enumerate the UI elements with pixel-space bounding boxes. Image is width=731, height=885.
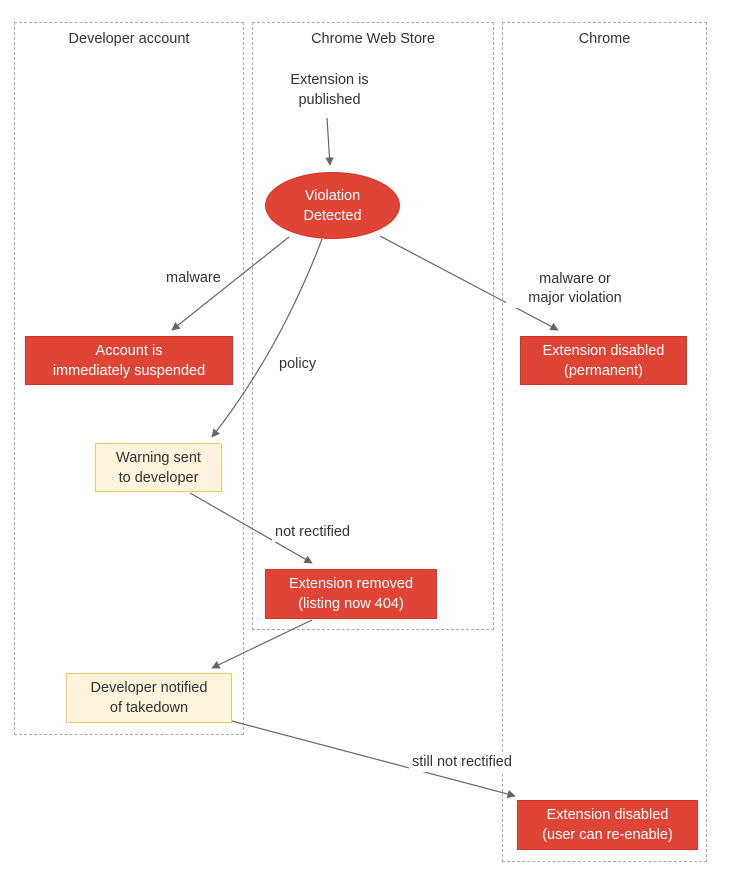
node-violation-detected-label: Violation Detected [303, 187, 362, 224]
edge-label-malware-or-major-violation: malware or major violation [506, 270, 644, 309]
edge-label-policy: policy [276, 355, 320, 375]
edge-violation-to-extension-disabled-permanent [379, 235, 559, 331]
node-extension-removed-label: Extension removed (listing now 404) [288, 576, 414, 612]
edge-violation-to-account-suspended [171, 236, 290, 331]
edge-violation-to-warning [211, 238, 323, 438]
node-developer-notified-label: Developer notified of takedown [90, 680, 208, 716]
node-warning-sent-label: Warning sent to developer [116, 449, 201, 486]
node-extension-disabled-reenable-label: Extension disabled (user can re-enable) [542, 807, 673, 843]
node-violation-detected[interactable]: Violation Detected [265, 172, 400, 239]
edge-label-not-rectified: not rectified [272, 523, 353, 543]
edge-label-malware: malware [163, 269, 224, 289]
edge-warning-to-extension-removed [189, 492, 313, 564]
node-account-suspended[interactable]: Account is immediately suspended [25, 336, 233, 385]
lane-chrome: Chrome [502, 22, 707, 862]
edge-extension-removed-to-developer-notified [211, 619, 313, 669]
node-extension-published: Extension is published [262, 64, 397, 116]
lane-chrome-web-store: Chrome Web Store [252, 22, 494, 630]
edge-label-malware-or-line2: major violation [528, 290, 622, 307]
node-extension-disabled-permanent-label: Extension disabled (permanent) [542, 342, 665, 379]
lane-title-developer-account: Developer account [68, 31, 190, 47]
edge-developer-notified-to-extension-disabled-reenable [231, 720, 516, 799]
edge-label-malware-or-line1: malware or [539, 271, 611, 287]
node-extension-published-label: Extension is published [290, 72, 369, 108]
node-extension-removed[interactable]: Extension removed (listing now 404) [265, 569, 437, 619]
lane-title-chrome-web-store: Chrome Web Store [311, 31, 435, 47]
node-warning-sent[interactable]: Warning sent to developer [95, 443, 222, 492]
node-extension-disabled-permanent[interactable]: Extension disabled (permanent) [520, 336, 687, 385]
node-account-suspended-label: Account is immediately suspended [52, 342, 206, 379]
edge-label-still-not-rectified: still not rectified [409, 753, 515, 773]
node-extension-disabled-reenable[interactable]: Extension disabled (user can re-enable) [517, 800, 698, 850]
lane-developer-account: Developer account [14, 22, 244, 735]
node-developer-notified[interactable]: Developer notified of takedown [66, 673, 232, 723]
lane-title-chrome: Chrome [578, 31, 631, 47]
edge-published-to-violation [325, 117, 334, 166]
